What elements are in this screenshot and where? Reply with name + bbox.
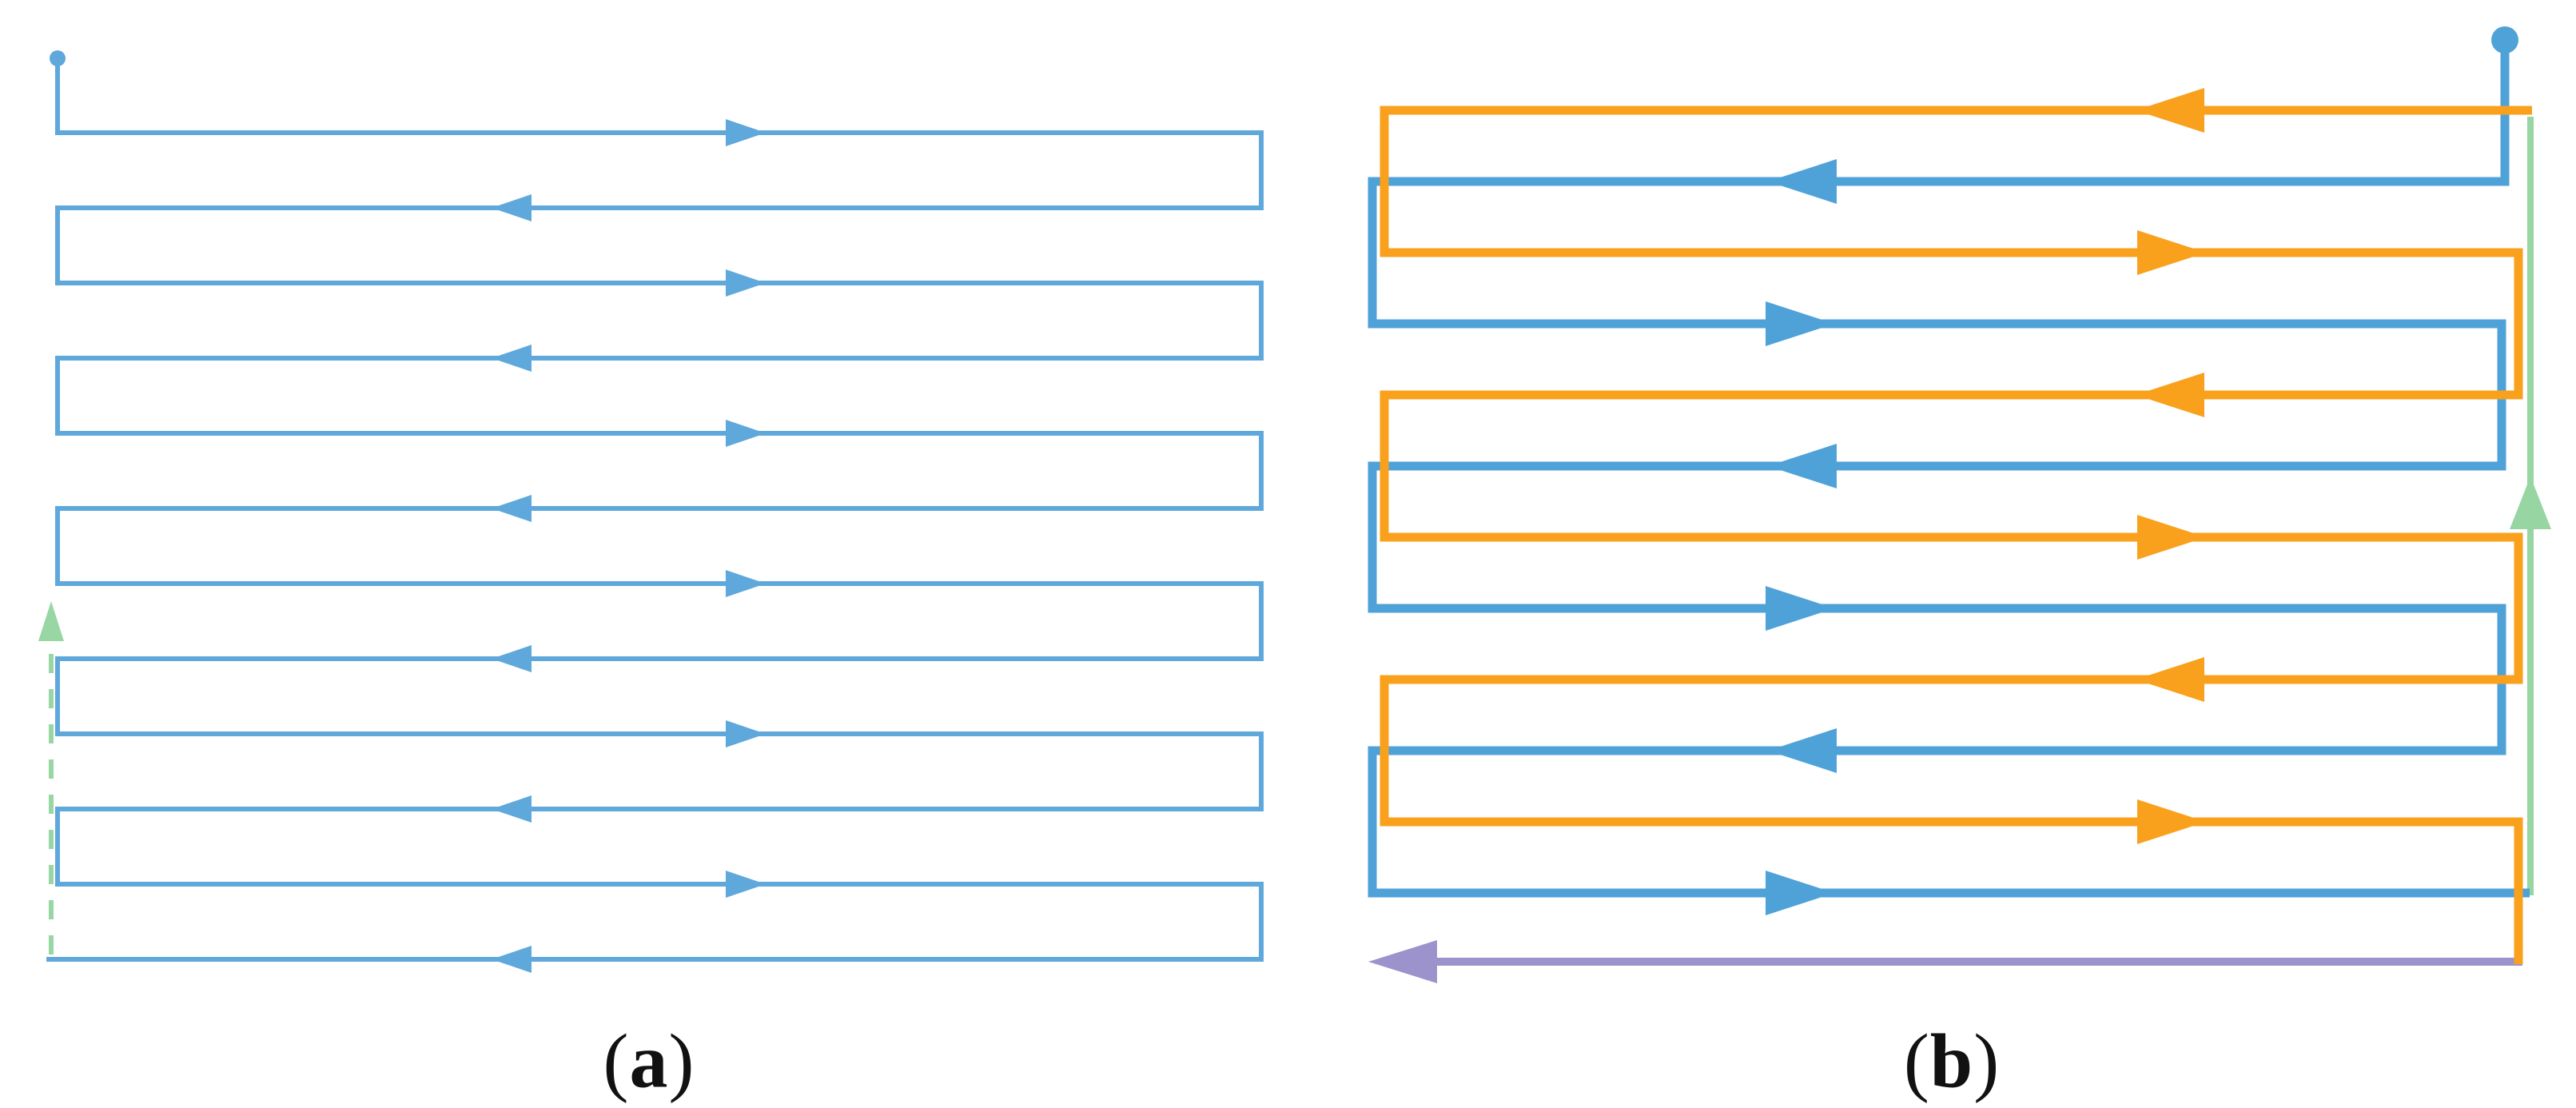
- right-arrowhead: [726, 420, 766, 447]
- panel-a-label-close: ): [668, 1018, 695, 1104]
- panel-b-label-close: ): [1973, 1018, 2001, 1104]
- panel-a: [38, 50, 1264, 973]
- left-arrowhead: [492, 345, 532, 372]
- panel-a-label-char: a: [629, 1018, 669, 1104]
- start-point-dot: [2491, 26, 2518, 54]
- right-arrowhead: [726, 570, 766, 597]
- panel-a-label: (a): [603, 1017, 695, 1106]
- orange-left-arrowhead: [2136, 88, 2204, 133]
- panel-b-label-char: b: [1929, 1018, 1974, 1104]
- serpentine-path-orange: [1380, 106, 2532, 964]
- orange-right-arrowhead: [2137, 230, 2206, 275]
- serpentine-path-blue: [1368, 40, 2530, 898]
- left-arrowhead: [492, 946, 532, 973]
- orange-left-arrowhead: [2136, 657, 2204, 702]
- right-arrowhead: [726, 720, 766, 747]
- left-arrowhead: [492, 795, 532, 823]
- blue-left-arrowhead: [1768, 159, 1837, 204]
- start-point-dot: [50, 50, 66, 66]
- left-arrowhead: [492, 495, 532, 522]
- green-up-arrowhead: [38, 601, 64, 641]
- left-arrowhead: [492, 645, 532, 672]
- green-up-arrowhead: [2510, 476, 2551, 529]
- purple-left-arrowhead: [1368, 940, 1437, 983]
- blue-right-arrowhead: [1766, 871, 1834, 915]
- orange-left-arrowhead: [2136, 373, 2204, 417]
- orange-right-arrowhead: [2137, 515, 2206, 560]
- blue-left-arrowhead: [1768, 444, 1837, 488]
- panel-b-label: (b): [1904, 1017, 2000, 1106]
- right-arrowhead: [726, 871, 766, 898]
- right-arrowhead: [726, 269, 766, 297]
- left-arrowhead: [492, 194, 532, 221]
- panel-a-label-open: (: [603, 1018, 630, 1104]
- panel-b-label-open: (: [1903, 1018, 1930, 1104]
- blue-left-arrowhead: [1768, 728, 1837, 773]
- blue-right-arrowhead: [1766, 586, 1834, 631]
- right-arrowhead: [726, 119, 766, 146]
- panel-b: [1368, 26, 2551, 983]
- serpentine-path-blue: [46, 58, 1264, 962]
- orange-right-arrowhead: [2137, 799, 2206, 844]
- blue-right-arrowhead: [1766, 301, 1834, 346]
